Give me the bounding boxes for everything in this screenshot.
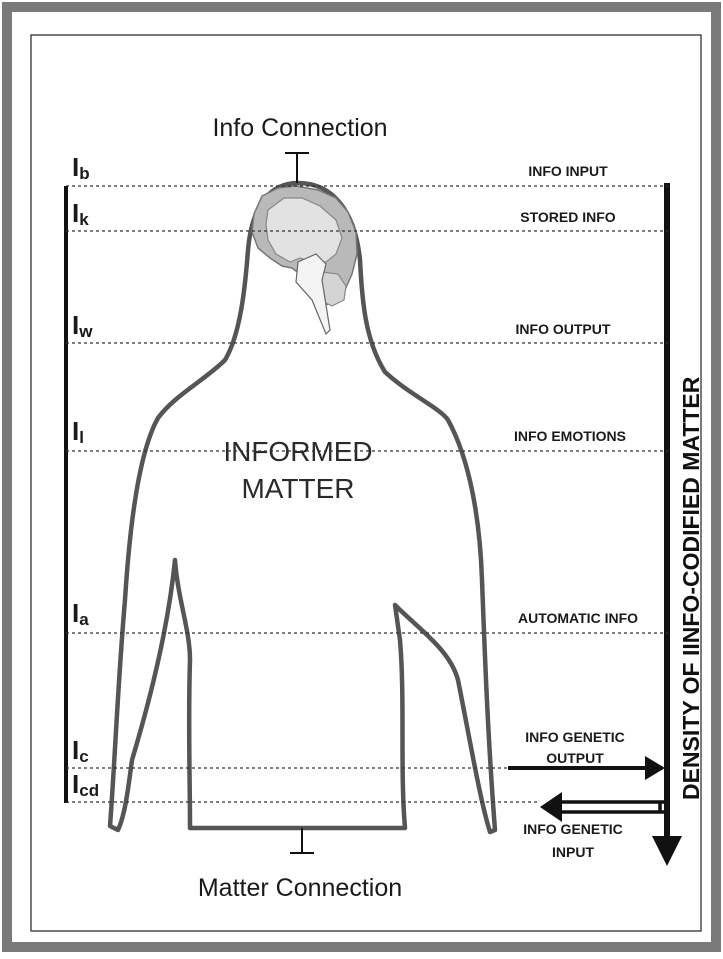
genetic-input-arrow bbox=[540, 792, 665, 822]
level-label-c-2: OUTPUT bbox=[546, 750, 604, 766]
level-symbol-a: Ia bbox=[72, 598, 89, 629]
level-label-l: INFO EMOTIONS bbox=[514, 428, 626, 444]
level-label-w: INFO OUTPUT bbox=[516, 321, 611, 337]
level-symbol-c: Ic bbox=[72, 735, 89, 766]
level-label-cd-1: INFO GENETIC bbox=[523, 821, 623, 837]
level-symbol-cd: Icd bbox=[72, 769, 99, 800]
level-label-k: STORED INFO bbox=[520, 209, 616, 225]
level-label-a: AUTOMATIC INFO bbox=[518, 610, 638, 626]
level-symbol-l: Il bbox=[72, 416, 84, 447]
info-connector bbox=[285, 153, 309, 183]
level-label-b: INFO INPUT bbox=[528, 163, 608, 179]
level-symbol-k: Ik bbox=[72, 198, 89, 229]
level-label-c-1: INFO GENETIC bbox=[525, 729, 625, 745]
info-connection-label: Info Connection bbox=[212, 114, 387, 142]
level-symbol-b: Ib bbox=[72, 152, 90, 183]
level-symbol-w: Iw bbox=[72, 310, 93, 341]
matter-connection-label: Matter Connection bbox=[198, 874, 402, 902]
axis-title: DENSITY OF IINFO-CODIFIED MATTER bbox=[678, 376, 704, 800]
level-label-cd-2: INPUT bbox=[552, 844, 594, 860]
matter-connector bbox=[290, 828, 314, 853]
body-label-line2: MATTER bbox=[241, 473, 354, 504]
